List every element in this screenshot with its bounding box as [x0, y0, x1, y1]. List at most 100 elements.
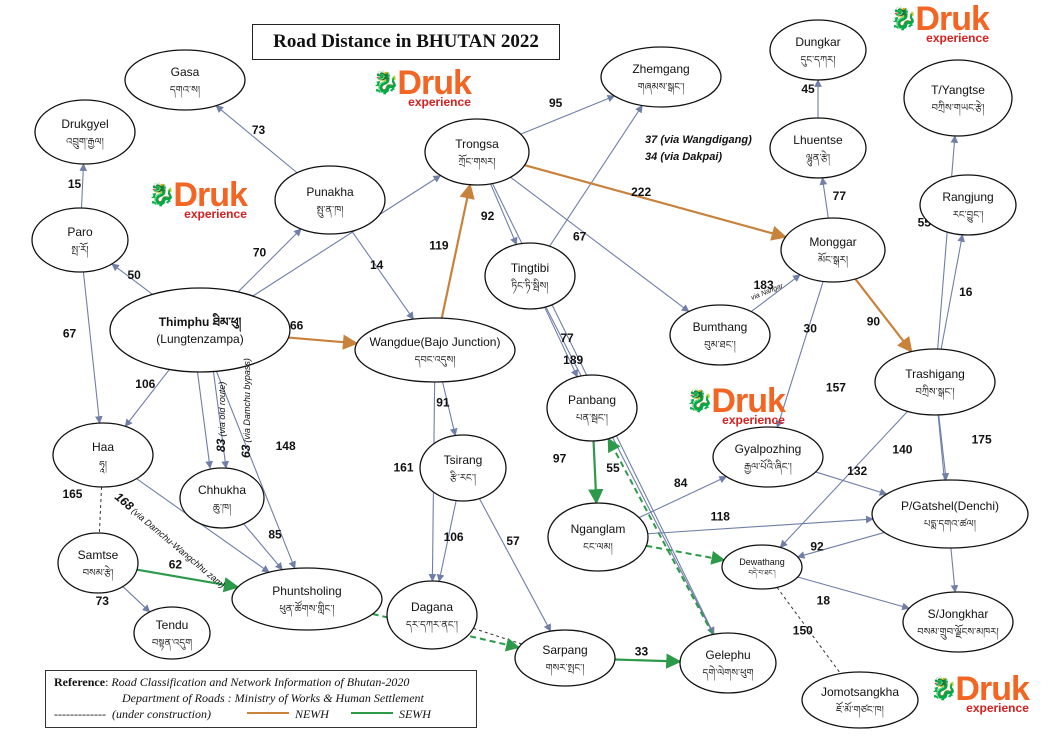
chhukha-old-km: 83: [214, 438, 228, 452]
node-ellipse: [354, 317, 516, 383]
node-sub: དར་དཀར་ནང་།: [406, 620, 458, 633]
legend-box: Reference: Road Classification and Netwo…: [45, 670, 477, 728]
node-name: Tsirang: [444, 453, 483, 467]
distance-label-thimphu-paro: 50: [127, 268, 141, 282]
node-gyalpozhing: Gyalpozhing རྒྱལ་པོའི་ཞིང་།: [712, 426, 824, 488]
node-name: Monggar: [809, 235, 856, 249]
road-thimphu-phuntsholing: [215, 371, 296, 570]
distance-label-tsirang-sarpang: 57: [506, 534, 520, 548]
distance-label-thimphu-punakha: 70: [253, 245, 267, 259]
logo-sub: experience: [408, 95, 471, 109]
node-sub: རྩི་རང་།: [450, 470, 476, 486]
node-ellipse: [514, 629, 616, 687]
node-ellipse: [419, 434, 507, 502]
zhemgang-via2-note: (via Dakpai): [660, 151, 722, 163]
road-tsirang-dagana: [436, 500, 457, 583]
node-sub: བསམ་གྲུབ་ལྗོངས་མཁར།: [917, 624, 998, 640]
distance-label-punakha-wangdue: 14: [370, 258, 384, 272]
distance-label-trashigang-pgatshel: 140: [892, 442, 912, 456]
legend-construction: (under construction): [111, 707, 211, 721]
node-ellipse: [769, 117, 867, 179]
distance-label-trongsa-bumthang: 67: [573, 229, 587, 243]
distance-label-tingtibi-gelephu: 97: [553, 452, 567, 466]
distance-label-monggar-gyalpozhing: 30: [804, 321, 818, 335]
druk-logo-top-right: 🐉Druk experience: [890, 0, 990, 44]
node-sub: (Lungtenzampa): [156, 332, 243, 346]
distance-label-thimphu-wangdue: 66: [290, 318, 304, 332]
dragon-icon: 🐉: [372, 70, 400, 95]
svg-text:34 (via Dakpai): 34 (via Dakpai): [645, 151, 722, 163]
node-name: Lhuentse: [793, 133, 843, 147]
svg-text:37 (via Wangdigang): 37 (via Wangdigang): [645, 134, 752, 146]
node-sub: ཏིང་ཏི་སྦིས།: [511, 278, 548, 294]
node-name: Sarpang: [542, 643, 587, 657]
distance-label-pgatshel-dewathang: 92: [810, 540, 824, 554]
node-ellipse: [547, 502, 649, 572]
road-gyalpozhing-pgatshel: [815, 471, 888, 496]
node-name: Dewathang: [739, 557, 785, 567]
node-sub: ཧཱ།: [99, 460, 107, 474]
node-name: Chhukha: [198, 483, 246, 497]
zhemgang-via1-note: (via Wangdigang): [660, 134, 752, 146]
distance-label-samtse-phuntsholing: 62: [169, 557, 183, 571]
node-name: Rangjung: [942, 190, 993, 204]
road-nganglam-pgatshel: [647, 515, 874, 535]
node-wangdue: Wangdue(Bajo Junction)དབང་འདུས།: [354, 317, 516, 383]
node-trashigang: Trashigang བཀྲིས་སྒང་།: [874, 348, 996, 416]
node-thimphu: Thimphu ཐིམ་ཕུ།(Lungtenzampa): [109, 287, 291, 373]
node-ellipse: [600, 46, 722, 108]
road-tingtibi-gelephu: [545, 306, 714, 636]
node-sub: རྒྱལ་པོའི་ཞིང་།: [744, 458, 792, 475]
legend-reference-1: Road Classification and Network Informat…: [111, 675, 410, 689]
distance-label-paro-drukgyel: 15: [68, 177, 82, 191]
node-sub: དགེ་ལེགས་ཕུག: [702, 665, 753, 681]
legend-newh-line: [246, 712, 289, 714]
distance-label-trashigang-rangjung: 16: [959, 285, 973, 299]
distance-label-punakha-gasa: 73: [252, 123, 266, 137]
node-name: Wangdue(Bajo Junction): [370, 335, 501, 349]
node-sub: དུང་དཀར།: [801, 55, 836, 68]
road-chhukha-phuntsholing: [243, 523, 283, 571]
road-nganglam-dewathang: [646, 544, 726, 565]
road-monggar-gyalpozhing: [775, 281, 824, 429]
node-ellipse: [679, 632, 777, 694]
node-ellipse: [874, 348, 996, 416]
node-ellipse: [769, 19, 867, 81]
distance-label-paro-haa: 67: [63, 326, 77, 340]
logo-word: Druk: [915, 0, 989, 38]
node-name: Gyalpozhing: [735, 442, 802, 456]
road-trashigang-pgatshel: [938, 414, 950, 481]
distance-label-thimphu-phuntsholing: 148: [276, 439, 296, 453]
logo-word: Druk: [397, 64, 471, 102]
node-sub: བདེ་བ་ཐང་།: [748, 567, 776, 579]
node-name: Punakha: [306, 185, 354, 199]
node-name: Thimphu ཐིམ་ཕུ།: [159, 313, 242, 333]
node-monggar: Monggar མོང་སྒར།: [780, 217, 886, 283]
node-ellipse: [424, 118, 530, 186]
road-thimphu-haa: [124, 369, 170, 427]
road-dagana-sarpang: [473, 627, 522, 645]
node-name: Trashigang: [905, 367, 965, 381]
road-dewathang-sjongkhar: [797, 576, 910, 611]
road-paro-drukgyel: [79, 163, 88, 209]
node-ellipse: [669, 304, 771, 366]
node-sub: བཀྲིས་སྒང་།: [915, 384, 954, 400]
road-punakha-wangdue: [351, 230, 414, 320]
road-pgatshel-dewathang: [796, 531, 885, 559]
distance-label-haa-samtse: 165: [62, 487, 82, 501]
legend-reference-row: Reference: Road Classification and Netwo…: [54, 675, 410, 689]
node-name: Phuntsholing: [272, 584, 341, 598]
node-name: T/Yangtse: [931, 83, 985, 97]
node-sub: མོང་སྒར།: [818, 252, 848, 268]
node-ellipse: [179, 467, 265, 529]
